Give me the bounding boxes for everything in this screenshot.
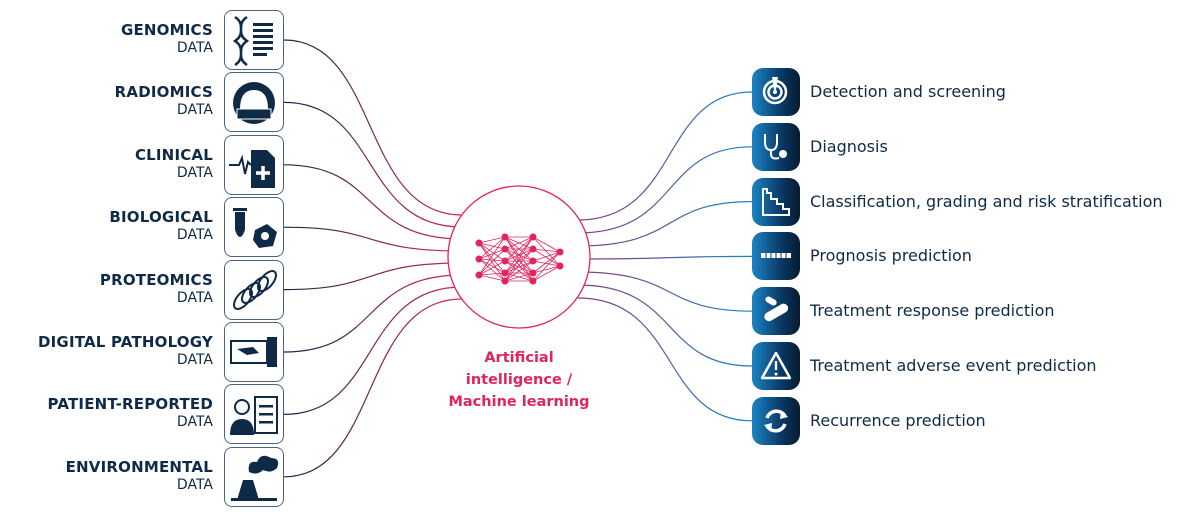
- input-subtitle: DATA: [176, 352, 213, 368]
- input-connector: [283, 274, 463, 353]
- output-connector: [577, 91, 753, 221]
- input-connector: [283, 286, 463, 415]
- output-connector: [577, 201, 753, 247]
- warning-icon: [752, 342, 800, 390]
- input-connector: [283, 226, 463, 252]
- pill-icon: [752, 287, 800, 336]
- ai-label-line: Artificial: [484, 350, 554, 366]
- ai-ml-label: Artificial intelligence / Machine learni…: [440, 347, 598, 413]
- input-title: BIOLOGICAL: [109, 208, 213, 227]
- ct-scanner-icon: [224, 72, 284, 133]
- input-subtitle: DATA: [176, 414, 213, 431]
- test-tube-cell-icon: [224, 197, 284, 258]
- input-title: PATIENT-REPORTED: [47, 395, 213, 414]
- input-connector: [283, 39, 463, 216]
- staircase-icon: [752, 177, 800, 226]
- timeline-icon: [752, 232, 800, 281]
- input-title: RADIOMICS: [114, 83, 213, 102]
- output-connector: [577, 255, 753, 260]
- input-connector: [283, 262, 463, 291]
- factory-smoke-icon: [224, 446, 284, 507]
- input-title: PROTEOMICS: [99, 270, 213, 289]
- recurrence-icon: [752, 396, 800, 445]
- output-label: Treatment response prediction: [810, 301, 1055, 321]
- neural-network-icon: [475, 233, 564, 285]
- output-label: Recurrence prediction: [810, 410, 986, 430]
- input-connector: [283, 298, 463, 478]
- input-connector: [283, 101, 463, 228]
- input-subtitle: DATA: [176, 102, 213, 119]
- input-title: DIGITAL PATHOLOGY: [38, 333, 213, 351]
- output-label: Treatment adverse event prediction: [810, 356, 1097, 375]
- input-subtitle: DATA: [176, 40, 213, 56]
- dna-sequence-icon: [224, 10, 284, 70]
- protein-icon: [224, 259, 284, 320]
- ai-label-line: Machine learning: [448, 394, 590, 410]
- ai-circle: [447, 185, 591, 329]
- patient-checklist-icon: [224, 384, 284, 445]
- ai-label-line: intelligence /: [465, 372, 573, 388]
- input-subtitle: DATA: [176, 476, 213, 493]
- output-label: Detection and screening: [810, 82, 1006, 101]
- output-connector: [577, 146, 753, 234]
- output-label: Classification, grading and risk stratif…: [810, 191, 1163, 211]
- stethoscope-icon: [752, 122, 800, 171]
- input-title: ENVIRONMENTAL: [65, 457, 213, 476]
- input-subtitle: DATA: [176, 227, 213, 244]
- radar-icon: [752, 68, 800, 116]
- medical-record-icon: [224, 134, 284, 195]
- output-label: Prognosis prediction: [810, 246, 972, 266]
- input-subtitle: DATA: [176, 289, 213, 306]
- input-title: CLINICAL: [134, 145, 213, 164]
- output-connector: [577, 271, 753, 312]
- output-connector: [577, 284, 753, 367]
- input-title: GENOMICS: [120, 21, 213, 39]
- output-connector: [577, 297, 753, 422]
- slide-scanner-icon: [224, 322, 284, 382]
- output-label: Diagnosis: [810, 136, 888, 156]
- input-connector: [283, 164, 463, 240]
- input-subtitle: DATA: [176, 164, 213, 181]
